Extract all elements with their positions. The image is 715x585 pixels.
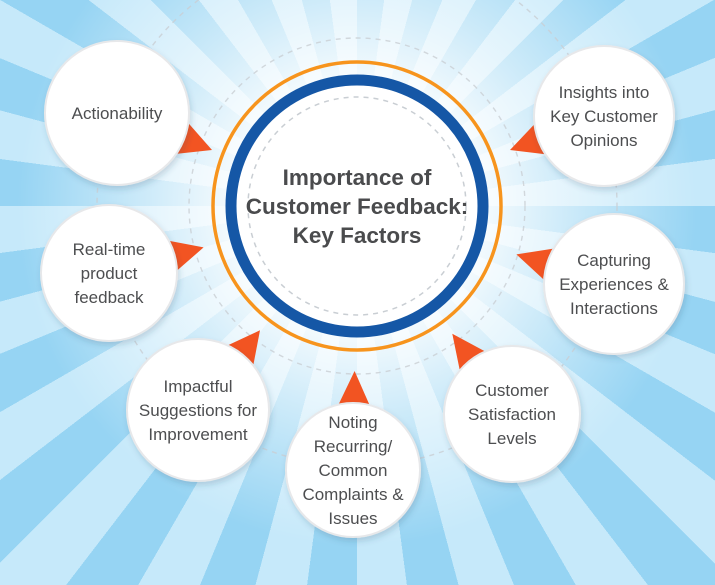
factor-real-time-product-feedback: Real-time product feedback bbox=[40, 204, 204, 342]
inner-guide-dashed-circle bbox=[188, 37, 526, 375]
factor-label: Complaints & bbox=[302, 485, 404, 504]
factor-capturing-experiences-interactions: Capturing Experiences & Interactions bbox=[516, 213, 685, 355]
hub-orange-ring bbox=[211, 60, 503, 352]
factor-label: Impactful bbox=[164, 377, 233, 396]
factor-circle bbox=[533, 45, 675, 187]
factor-label: Improvement bbox=[148, 425, 247, 444]
factor-impactful-suggestions-for-improvement: Impactful Suggestions for Improvement bbox=[126, 330, 270, 482]
factor-label: Levels bbox=[487, 429, 536, 448]
factor-label: Capturing bbox=[577, 251, 651, 270]
hub-title-line: Key Factors bbox=[293, 223, 422, 248]
factor-circle bbox=[285, 402, 421, 538]
factor-circle bbox=[40, 204, 178, 342]
factor-label: Issues bbox=[328, 509, 377, 528]
factor-insights-into-key-customer-opinions: Insights into Key Customer Opinions bbox=[510, 45, 675, 187]
factor-actionability: Actionability bbox=[44, 40, 212, 186]
factor-label: Suggestions for bbox=[139, 401, 257, 420]
factor-label: Real-time bbox=[73, 240, 146, 259]
factor-circle bbox=[44, 40, 190, 186]
factor-label: Actionability bbox=[72, 104, 163, 123]
factor-label: Insights into bbox=[559, 83, 650, 102]
hub-title-line: Customer Feedback: bbox=[246, 194, 469, 219]
outer-guide-dashed-circle bbox=[96, 0, 618, 467]
factor-label: Common bbox=[319, 461, 388, 480]
factor-circle bbox=[543, 213, 685, 355]
factor-label: Opinions bbox=[570, 131, 637, 150]
factor-label: feedback bbox=[75, 288, 144, 307]
factor-label: Recurring/ bbox=[314, 437, 393, 456]
factor-label: Interactions bbox=[570, 299, 658, 318]
factor-label: Noting bbox=[328, 413, 377, 432]
factor-circle bbox=[126, 338, 270, 482]
factor-label: Key Customer bbox=[550, 107, 658, 126]
center-hub: Importance of Customer Feedback: Key Fac… bbox=[211, 60, 503, 352]
factor-circle bbox=[443, 345, 581, 483]
hub-blue-ring bbox=[225, 74, 489, 338]
factor-noting-recurring-common-complaints-issues: Noting Recurring/ Common Complaints & Is… bbox=[285, 371, 421, 538]
factor-customer-satisfaction-levels: Customer Satisfaction Levels bbox=[443, 333, 581, 483]
factor-label: Experiences & bbox=[559, 275, 669, 294]
hub-inner-dashed-circle bbox=[247, 96, 467, 316]
factor-label: Satisfaction bbox=[468, 405, 556, 424]
factor-label: product bbox=[81, 264, 138, 283]
hub-title-line: Importance of bbox=[283, 165, 432, 190]
factor-label: Customer bbox=[475, 381, 549, 400]
